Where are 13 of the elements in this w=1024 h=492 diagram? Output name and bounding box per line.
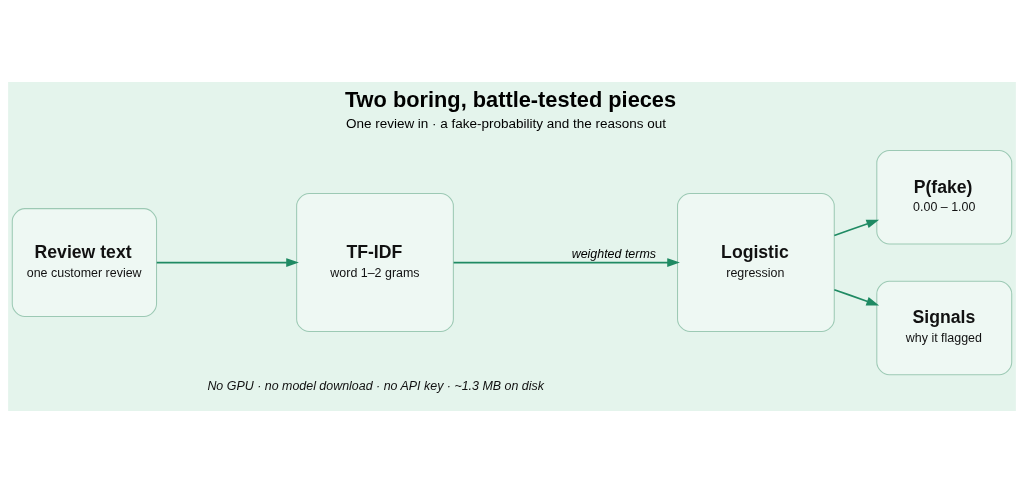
node-box: TF-IDF word 1–2 grams (296, 192, 454, 332)
node-box: Review text one customer review (11, 207, 158, 317)
node-box: P(fake) 0.00 – 1.00 (876, 149, 1013, 244)
label: No GPU · no model download · no API key · ~1.3 MB on disk (207, 378, 544, 393)
arrow (833, 219, 880, 236)
diagram-title: Two boring, battle-tested pieces (344, 86, 677, 112)
arrow (155, 257, 299, 267)
edge-label: weighted terms (571, 246, 657, 261)
arrow (452, 257, 680, 267)
caption: One review in · a fake-probability and the reasons out (345, 115, 667, 131)
node-box: Logistic regression (677, 192, 835, 332)
arrow (833, 288, 880, 305)
node-box: Signals why it flagged (876, 280, 1013, 375)
